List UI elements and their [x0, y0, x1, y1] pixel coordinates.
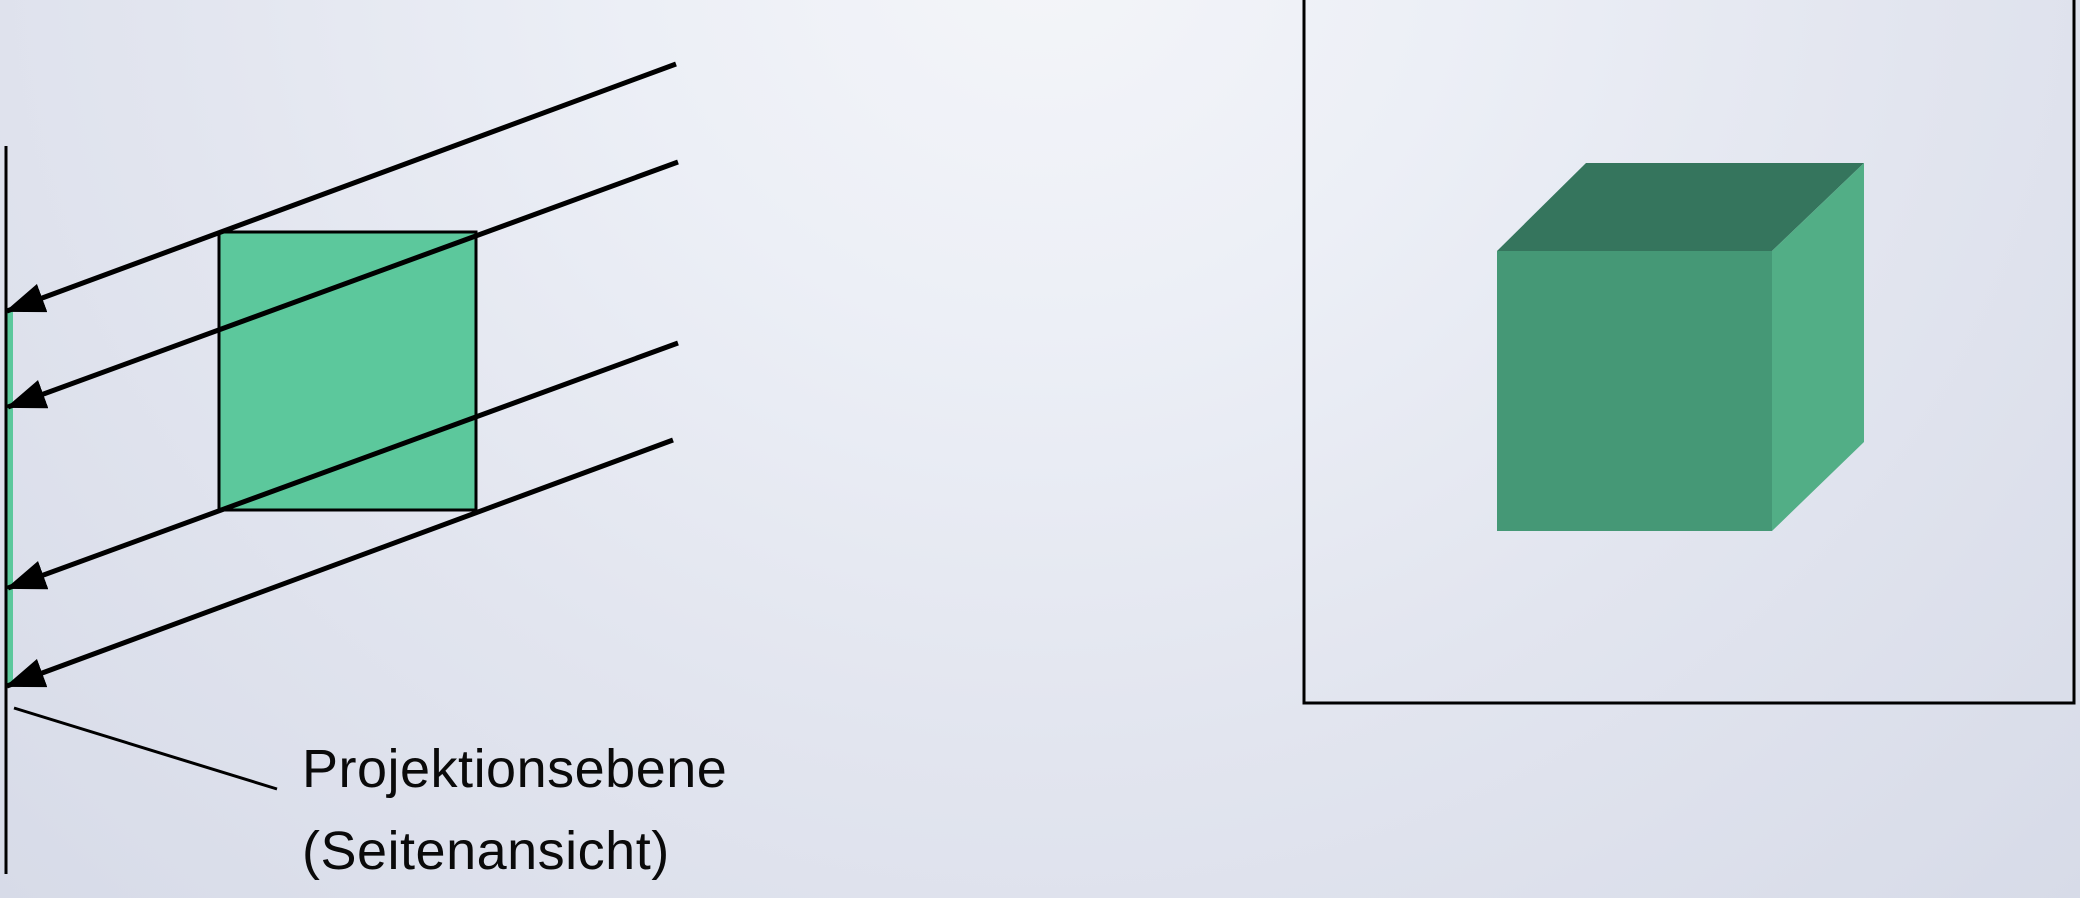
projection-ray-3	[5, 340, 679, 591]
label-line-2: (Seitenansicht)	[302, 821, 670, 881]
projection-ray-2	[5, 159, 679, 410]
label-line-1: Projektionsebene	[302, 739, 728, 799]
projection-plane-label: Projektionsebene (Seitenansicht)	[302, 728, 727, 892]
projected-image-strip	[6, 312, 13, 684]
view-frame	[1302, 0, 2076, 705]
cube-front-face	[1497, 251, 1772, 531]
projection-ray-1	[4, 61, 677, 314]
cube-icon	[1497, 163, 1864, 531]
cube-right-face	[1772, 163, 1864, 531]
side-view	[4, 61, 679, 874]
label-leader-line	[13, 706, 278, 791]
projection-ray-4	[4, 437, 674, 689]
perspective-view	[1302, 0, 2076, 705]
cube-top-face	[1497, 163, 1864, 251]
object-square	[217, 230, 478, 512]
